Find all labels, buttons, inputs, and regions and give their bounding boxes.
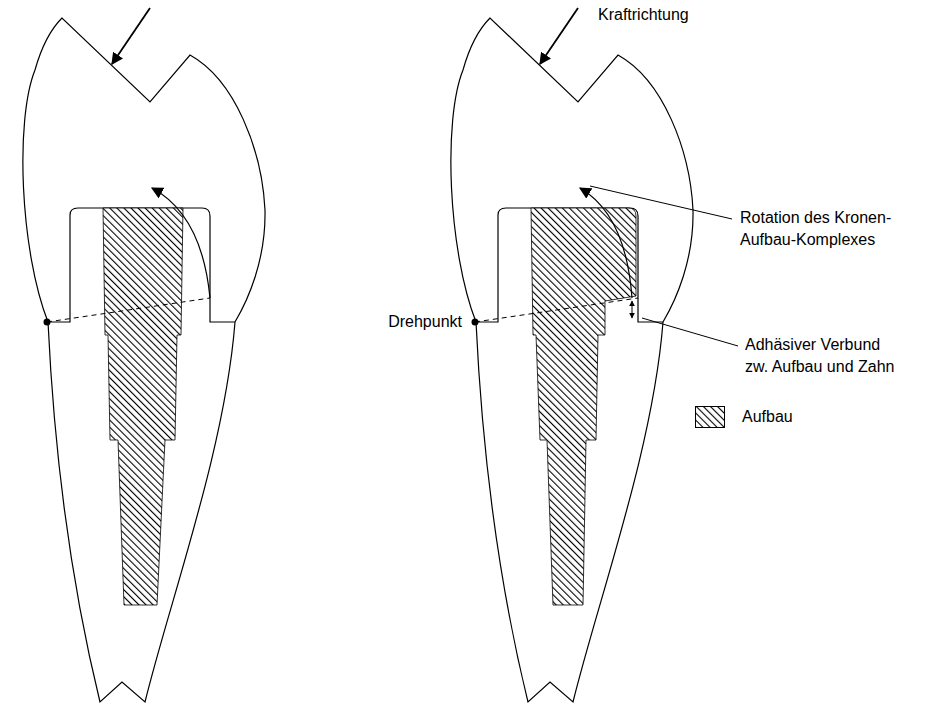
hatch-sample	[696, 407, 724, 427]
bond-label: Adhäsiver Verbund zw. Aufbau und Zahn	[745, 334, 903, 378]
post-core	[531, 208, 636, 605]
rotation-arrow	[152, 188, 210, 298]
bond-double-arrow	[632, 301, 633, 318]
leader-line	[590, 186, 732, 219]
legend-text: Aufbau	[742, 406, 793, 428]
post-core	[103, 208, 183, 605]
legend-swatch	[695, 406, 725, 428]
rotation-arrow	[580, 188, 632, 298]
pivot-line	[475, 298, 638, 322]
pivot-dot	[472, 319, 479, 326]
tooth-right	[451, 8, 738, 702]
pivot-label: Drehpunkt	[388, 311, 462, 333]
pivot-dot	[44, 319, 51, 326]
tooth-left	[23, 8, 265, 702]
pivot-line	[47, 298, 210, 322]
force-label: Kraftrichtung	[598, 4, 689, 26]
force-arrow	[540, 8, 578, 64]
rotation-label: Rotation des Kronen- Aufbau-Komplexes	[740, 207, 900, 251]
leader-line	[642, 318, 738, 346]
force-arrow	[112, 8, 150, 64]
